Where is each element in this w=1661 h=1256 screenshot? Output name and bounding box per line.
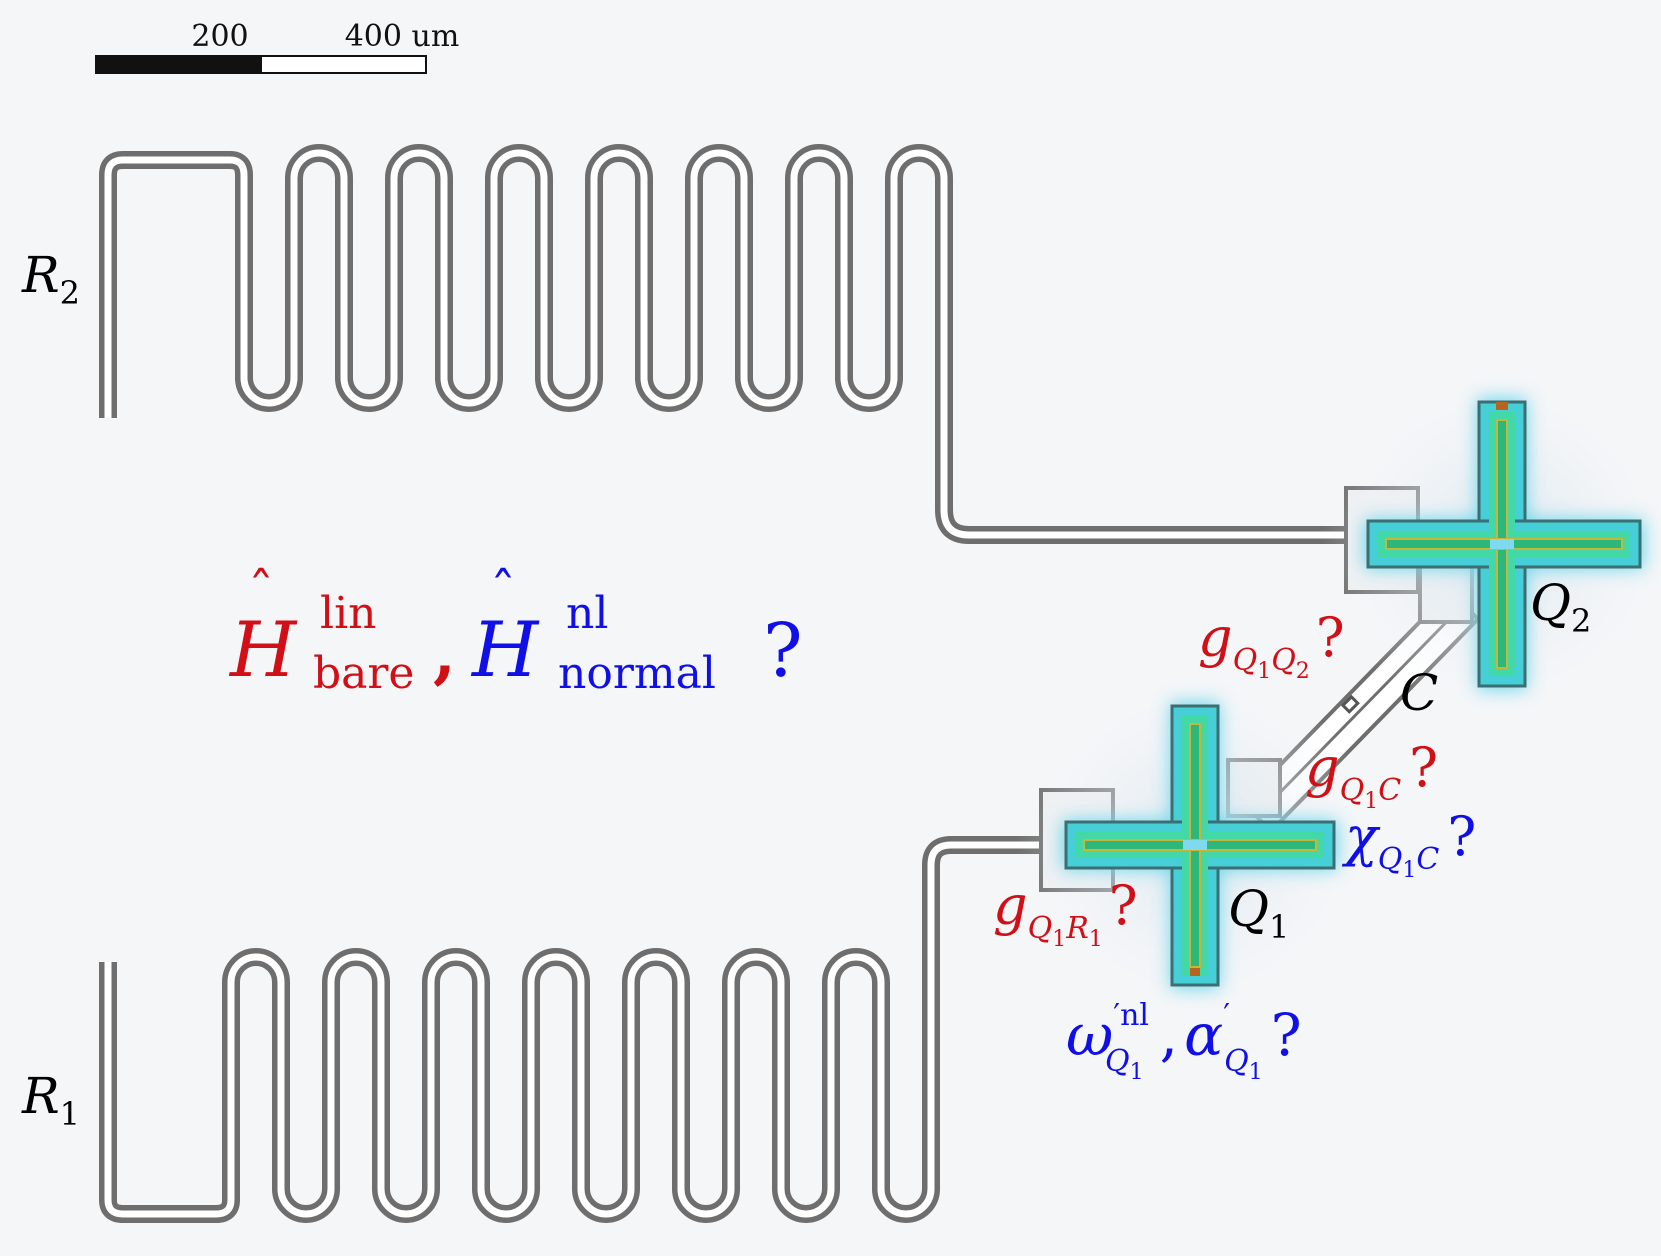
h-comma: , <box>433 614 456 692</box>
resonator-r1 <box>99 836 1060 1223</box>
scale-bar-white-segment <box>260 55 427 74</box>
label-q1: Q1 <box>1228 880 1289 946</box>
annotation-g-q1q2: gQ1Q2? <box>1198 606 1345 684</box>
label-r2: R2 <box>21 246 80 312</box>
qubit-q2 <box>1322 364 1661 724</box>
h-nl-sup: nl <box>566 588 608 639</box>
h-lin: H <box>228 605 298 694</box>
h-lin-sup: lin <box>320 588 376 639</box>
annotation-g-q1r1: gQ1R1? <box>993 874 1138 952</box>
h-lin-sub: bare <box>313 648 414 699</box>
h-question: ? <box>763 608 803 694</box>
hamiltonian-question: H ˆ lin bare , H ˆ nl normal ? <box>228 563 803 699</box>
label-c: C <box>1400 664 1438 722</box>
annotation-chi-q1c: χQ1C? <box>1341 805 1476 883</box>
scale-tick-200: 200 <box>191 19 248 54</box>
h-nl: H <box>470 605 540 694</box>
coupler-junction <box>1340 694 1360 714</box>
h-nl-sub: normal <box>558 648 716 699</box>
scale-bar: 200 400 um <box>95 19 460 74</box>
annotation-g-q1c: gQ1C? <box>1305 736 1438 814</box>
h-lin-hat: ˆ <box>248 563 274 623</box>
qubit-q1 <box>1015 665 1375 1025</box>
h-nl-hat: ˆ <box>490 563 516 623</box>
label-r1: R1 <box>21 1067 80 1133</box>
label-q2: Q2 <box>1530 574 1591 640</box>
scale-tick-400: 400 um <box>345 19 460 54</box>
resonator-r2 <box>99 144 1352 544</box>
scale-bar-black-segment <box>95 55 262 74</box>
